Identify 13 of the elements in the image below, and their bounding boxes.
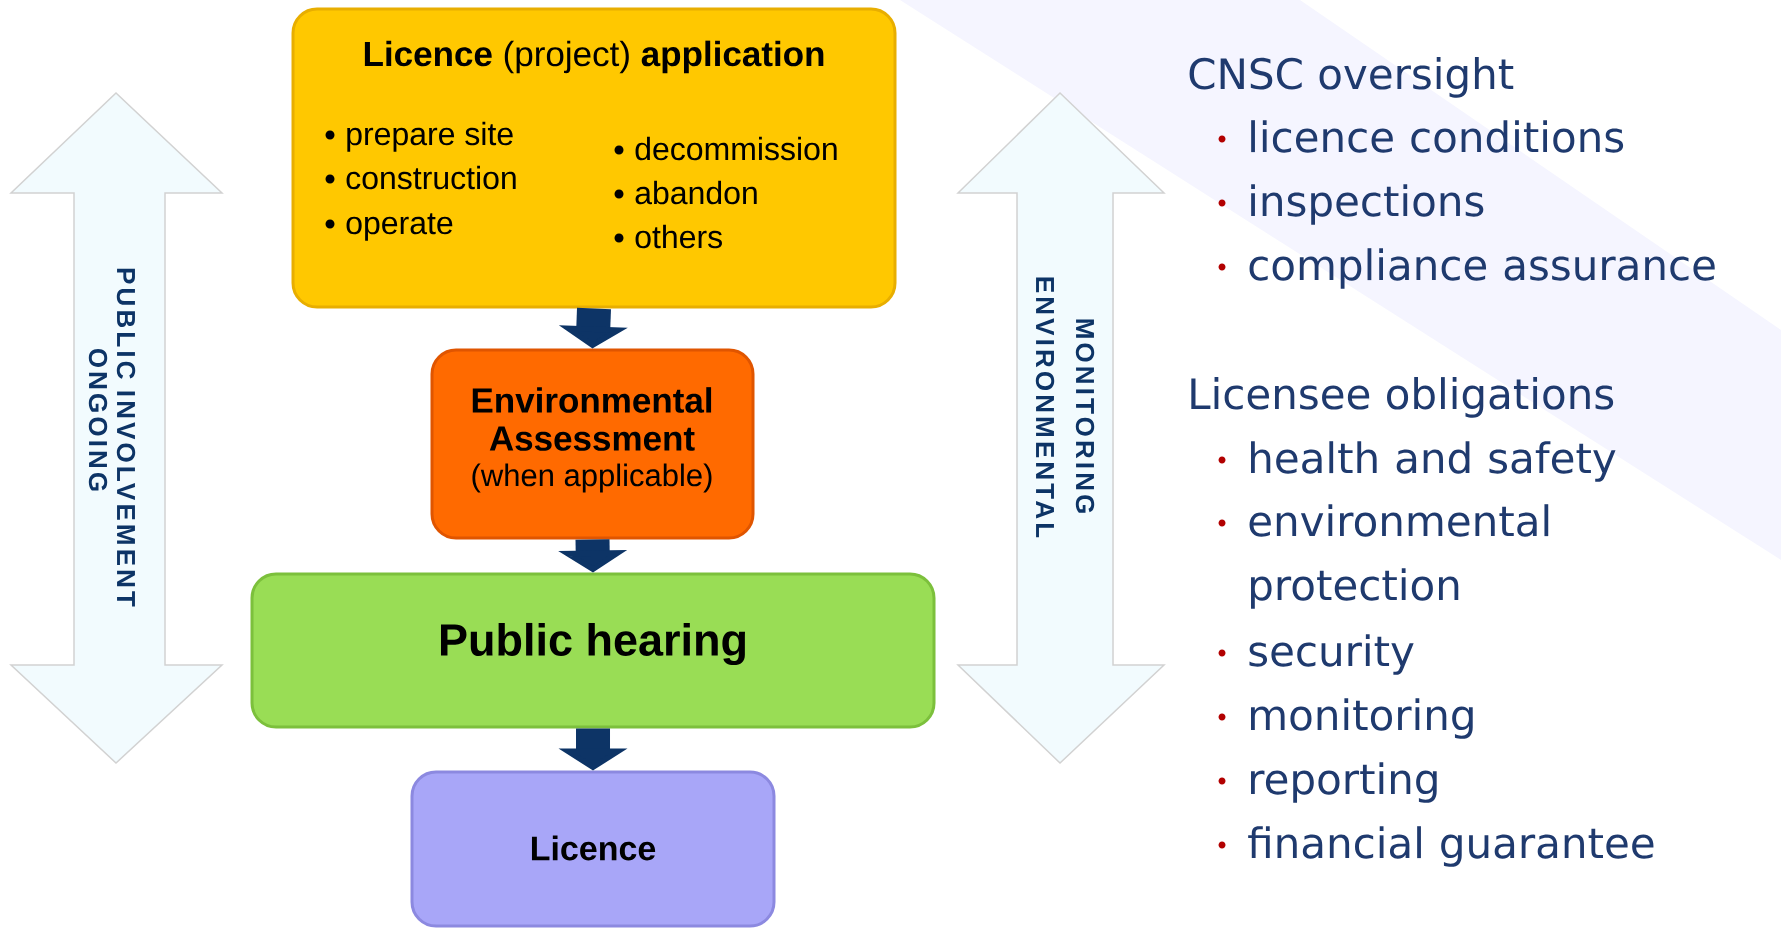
bullet-item: reporting	[1218, 762, 1437, 803]
bullet-item: inspections	[1218, 184, 1484, 225]
bullet-item: health and safety	[1218, 441, 1616, 482]
bullet-item: licence conditions	[1218, 120, 1624, 153]
bullet-item: security	[1218, 634, 1414, 675]
heading: CNSC oversight	[1189, 57, 1514, 98]
process-box: Public hearing	[250, 572, 936, 729]
process-box: Environmental Assessment (when applicable)	[430, 348, 755, 540]
application-box: Licence (project) application prepare site construction operate decommission abandon others	[291, 7, 897, 309]
bullet-item: financial guarantee	[1218, 826, 1654, 867]
bullet-item: monitoring	[1218, 698, 1473, 739]
bullet-item: compliance assurance	[1218, 248, 1715, 289]
process-box: Licence	[410, 770, 776, 928]
